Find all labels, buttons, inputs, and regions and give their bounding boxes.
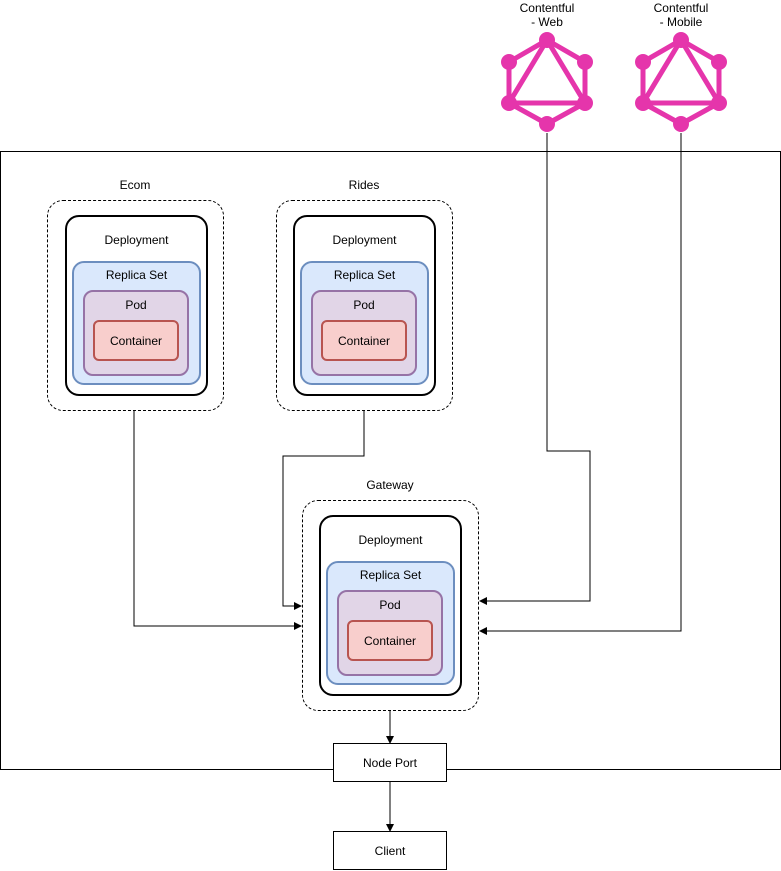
ecom-deployment-label: Deployment: [104, 233, 169, 247]
contentful-mobile-label: Contentful - Mobile: [631, 1, 731, 29]
gateway-container-label: Container: [363, 633, 417, 648]
rides-title: Rides: [348, 178, 380, 192]
client-label: Client: [374, 843, 406, 858]
edge-ecom-to-gateway: [133, 410, 302, 630]
edge-contentful-web-to-gateway: [479, 133, 591, 605]
ecom-title: Ecom: [119, 178, 151, 192]
gateway-pod-label: Pod: [379, 598, 401, 612]
rides-container: Container: [321, 320, 407, 361]
rides-deployment-label: Deployment: [332, 233, 397, 247]
contentful-web-label-line2: - Web: [531, 15, 563, 29]
contentful-web-label-line1: Contentful: [519, 1, 575, 15]
graphql-icon: [501, 32, 593, 132]
ecom-container: Container: [93, 320, 179, 361]
contentful-mobile-label-line1: Contentful: [653, 1, 709, 15]
graphql-icon: [635, 32, 727, 132]
node-port-box: Node Port: [333, 743, 447, 782]
client-box: Client: [333, 831, 447, 870]
contentful-web-label: Contentful - Web: [497, 1, 597, 29]
gateway-container: Container: [347, 620, 433, 661]
rides-replica-set-label: Replica Set: [333, 268, 396, 282]
gateway-replica-set-label: Replica Set: [359, 568, 422, 582]
gateway-deployment-label: Deployment: [358, 533, 423, 547]
ecom-pod-label: Pod: [125, 298, 147, 312]
edge-contentful-mobile-to-gateway: [479, 133, 682, 635]
node-port-label: Node Port: [362, 755, 418, 770]
rides-pod-label: Pod: [353, 298, 375, 312]
edge-rides-to-gateway: [282, 410, 365, 610]
ecom-replica-set-label: Replica Set: [105, 268, 168, 282]
gateway-title: Gateway: [366, 478, 414, 492]
ecom-container-label: Container: [109, 333, 163, 348]
contentful-mobile-label-line2: - Mobile: [659, 15, 703, 29]
rides-container-label: Container: [337, 333, 391, 348]
